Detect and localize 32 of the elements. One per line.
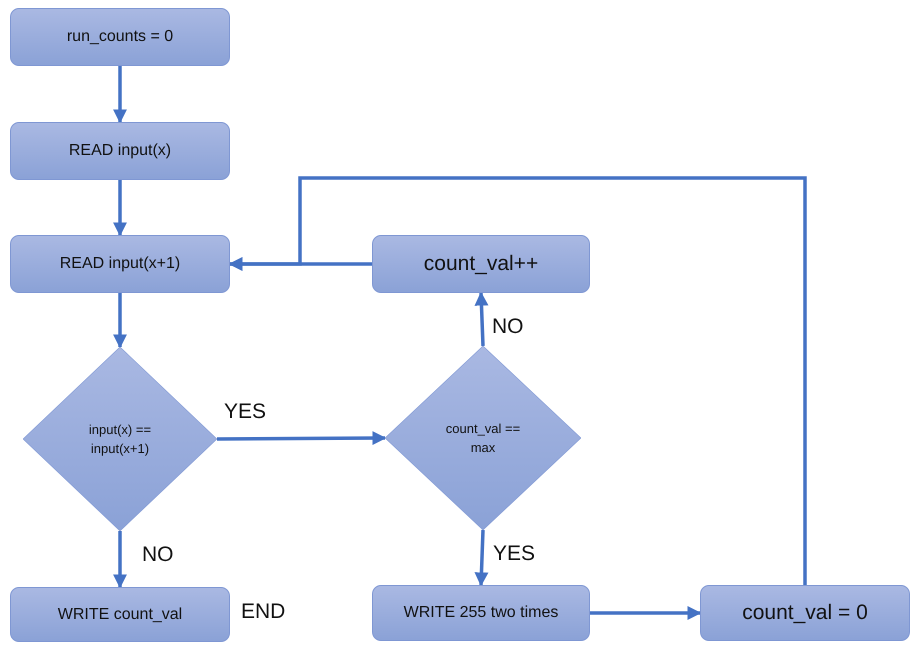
process-box [10,8,230,66]
arrow [228,176,807,585]
process-box [700,585,910,641]
step-text: WRITE count_val [58,606,182,624]
arrow [590,606,702,620]
step-text: run_counts = 0 [66,28,174,46]
decision-diamond [23,347,217,531]
step-text: count_val = 0 [742,601,868,625]
edge-label: YES [493,542,536,566]
step-text: count_val++ [424,252,538,276]
process-box [10,122,230,180]
edge-label: NO [492,315,524,339]
process-box [10,587,230,642]
decision-diamond [385,346,581,530]
arrow [217,431,386,446]
arrow [474,530,488,586]
arrow [113,531,127,588]
process-box [372,235,590,293]
arrow [474,292,488,346]
step-text: WRITE 255 two times [404,604,558,622]
process-box [372,585,590,641]
condition-text: input(x) == input(x+1) [88,420,152,458]
arrow [113,180,127,236]
step-text: READ input(x+1) [60,255,180,273]
step-text: READ input(x) [68,142,172,160]
condition-text: count_val == max [446,420,520,457]
process-box [10,235,230,293]
end-label: END [241,600,286,624]
edge-label: YES [224,400,266,424]
arrow [113,293,127,348]
arrow [113,66,127,124]
edge-label: NO [142,543,174,567]
